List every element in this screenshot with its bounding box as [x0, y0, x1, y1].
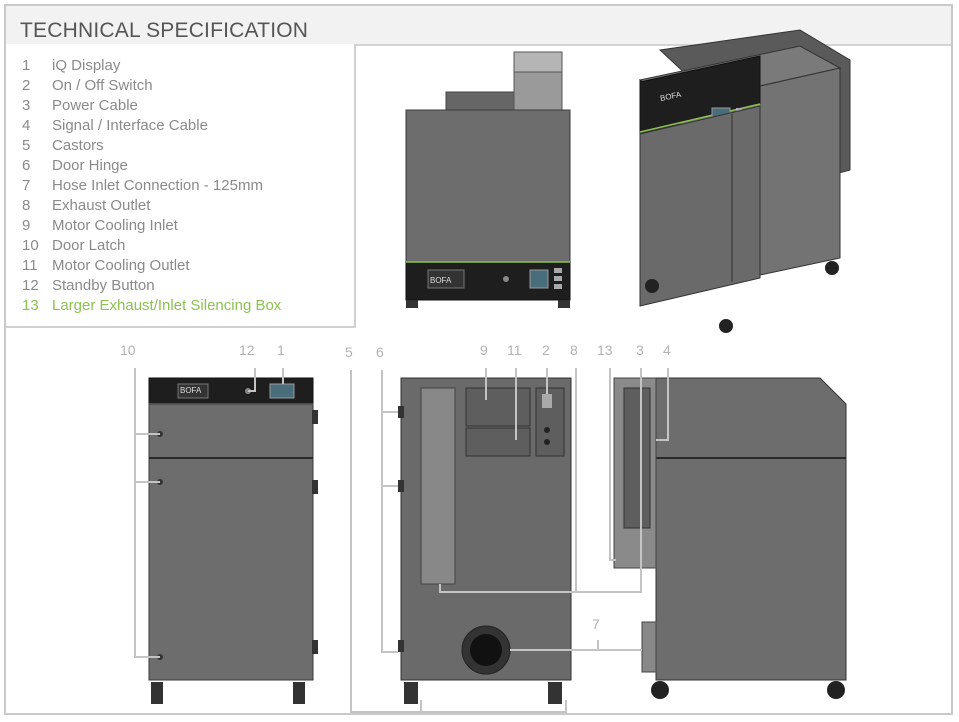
callout-8: 8 — [570, 342, 578, 358]
brand-label-top: BOFA — [430, 276, 452, 285]
side-view — [613, 377, 847, 699]
title-bar: TECHNICAL SPECIFICATION — [6, 6, 951, 46]
iso-view — [638, 29, 851, 333]
legend-panel — [6, 44, 356, 328]
callout-5: 5 — [345, 344, 353, 360]
callout-3: 3 — [636, 342, 644, 358]
callout-4: 4 — [663, 342, 671, 358]
callout-7: 7 — [592, 616, 600, 632]
leader-lines — [134, 368, 669, 713]
brand-label-front: BOFA — [180, 386, 202, 395]
front-view-bottom — [148, 377, 318, 704]
page-title: TECHNICAL SPECIFICATION — [20, 19, 309, 42]
callout-1: 1 — [277, 342, 285, 358]
callout-6: 6 — [376, 344, 384, 360]
callout-12: 12 — [239, 342, 255, 358]
callout-13: 13 — [597, 342, 613, 358]
rear-view — [398, 377, 572, 704]
callout-11: 11 — [507, 342, 522, 358]
callout-10: 10 — [120, 342, 136, 358]
callout-9: 9 — [480, 342, 488, 358]
front-view-top — [405, 51, 571, 308]
callout-2: 2 — [542, 342, 550, 358]
